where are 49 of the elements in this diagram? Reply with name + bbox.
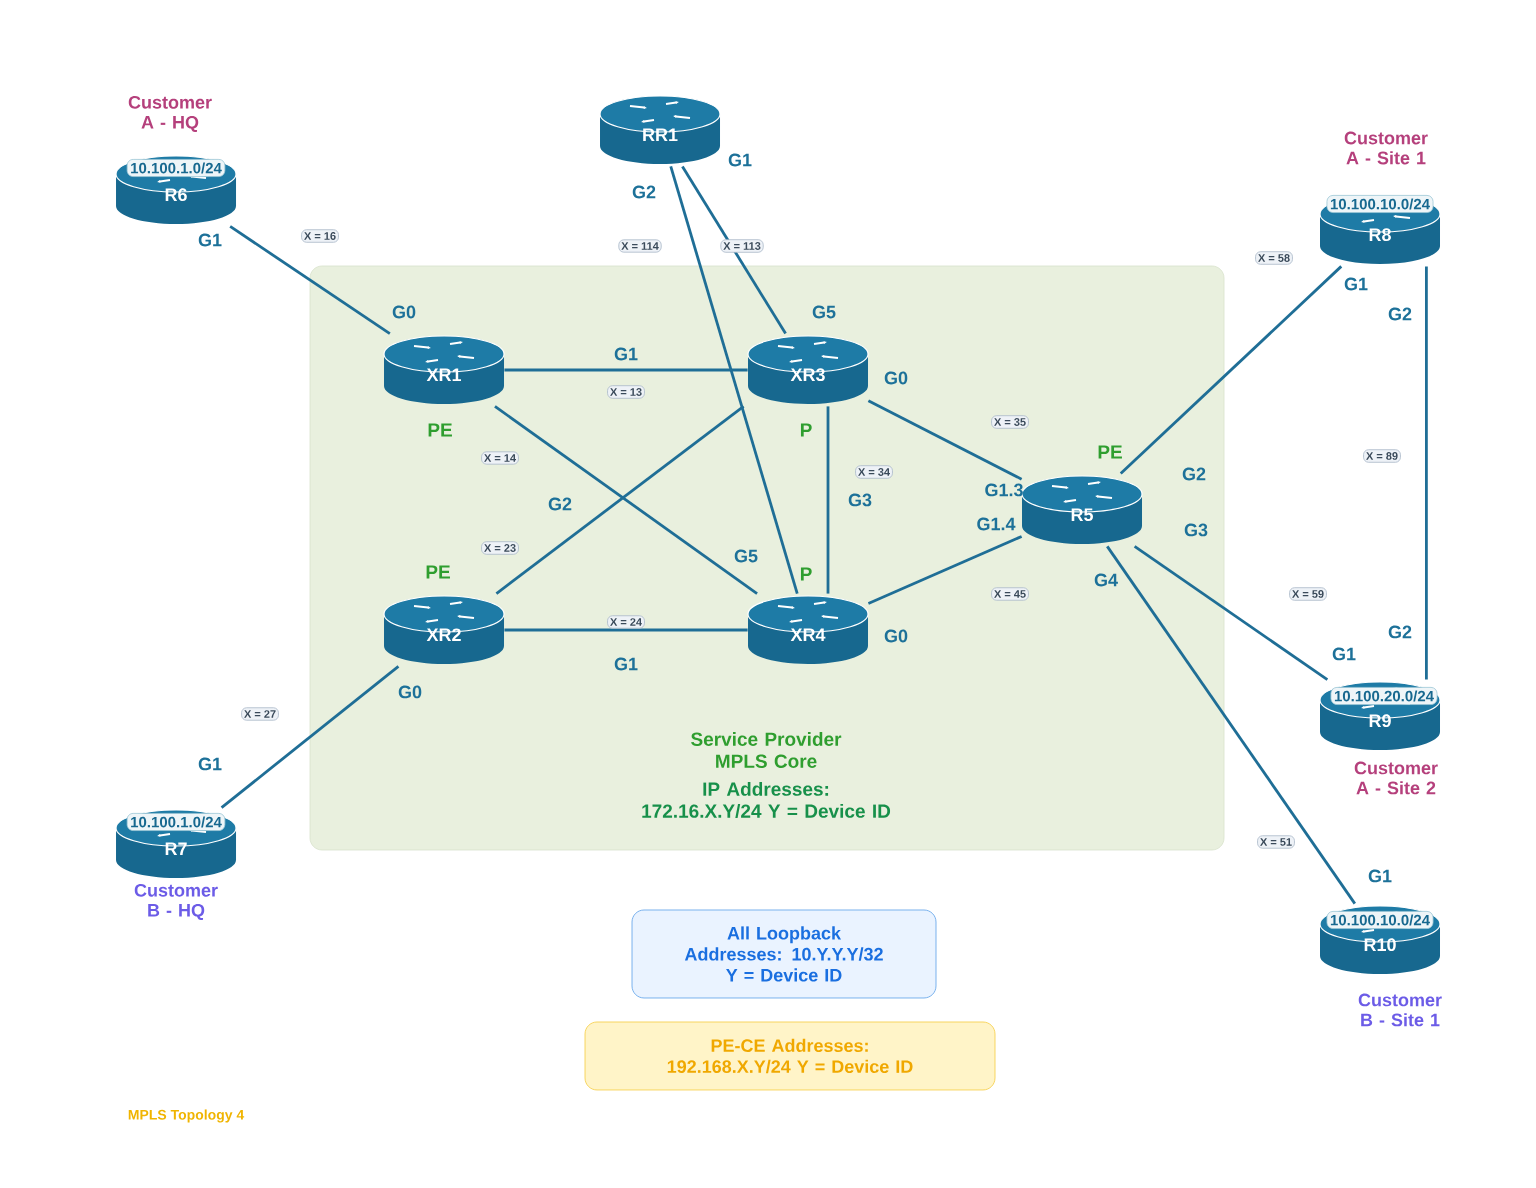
link-line (504, 628, 748, 632)
interface-label: G0 (398, 685, 422, 699)
interface-label: G3 (848, 493, 872, 507)
customer-label: Customer A - Site 2 (1354, 761, 1438, 795)
link-line (1133, 545, 1329, 681)
note-box: All Loopback Addresses: 10.Y.Y.Y/32 Y = Device ID (631, 909, 937, 999)
customer-label: Customer A - Site 1 (1344, 131, 1428, 165)
role-label: P (800, 567, 812, 581)
interface-label: G0 (884, 629, 908, 643)
interface-label: G1 (1344, 277, 1368, 291)
interface-label: G1 (1368, 869, 1392, 883)
interface-label: G1 (198, 233, 222, 247)
customer-label: Customer B - Site 1 (1358, 993, 1442, 1027)
customer-label: Customer A - HQ (128, 95, 212, 133)
interface-label: G2 (632, 185, 656, 199)
role-label: P (800, 423, 812, 437)
link-line (504, 368, 748, 372)
link-line (220, 665, 400, 809)
interface-label: G1 (198, 757, 222, 771)
link-line (1425, 266, 1428, 680)
interface-label: G1 (614, 657, 638, 671)
interface-label: G1 (728, 153, 752, 167)
interface-label: G1.3 (985, 483, 1023, 497)
interface-label: G1 (614, 347, 638, 361)
interface-label: G1.4 (977, 517, 1016, 531)
link-line (229, 225, 391, 335)
note-box: PE-CE Addresses: 192.168.X.Y/24 Y = Device ID (584, 1021, 996, 1091)
link-line (1119, 265, 1343, 475)
interface-label: G2 (548, 497, 572, 511)
link-line (681, 165, 787, 335)
customer-label: Customer B - HQ (134, 883, 218, 921)
link-line (867, 399, 1023, 481)
interface-label: G0 (392, 305, 416, 319)
link-line (867, 535, 1023, 605)
link-line (1106, 545, 1356, 905)
interface-label: G2 (1388, 625, 1412, 639)
role-label: PE (428, 423, 452, 437)
interface-label: G5 (734, 549, 758, 563)
link-line (669, 166, 799, 594)
role-label: PE (426, 565, 450, 579)
link-line (826, 406, 830, 594)
interface-label: G4 (1094, 573, 1118, 587)
interface-label: G2 (1182, 467, 1206, 481)
interface-label: G3 (1184, 523, 1208, 537)
interface-label: G2 (1388, 307, 1412, 321)
interface-label: G1 (1332, 647, 1356, 661)
interface-label: G0 (884, 371, 908, 385)
role-label: PE (1098, 445, 1122, 459)
interface-label: G5 (812, 305, 836, 319)
